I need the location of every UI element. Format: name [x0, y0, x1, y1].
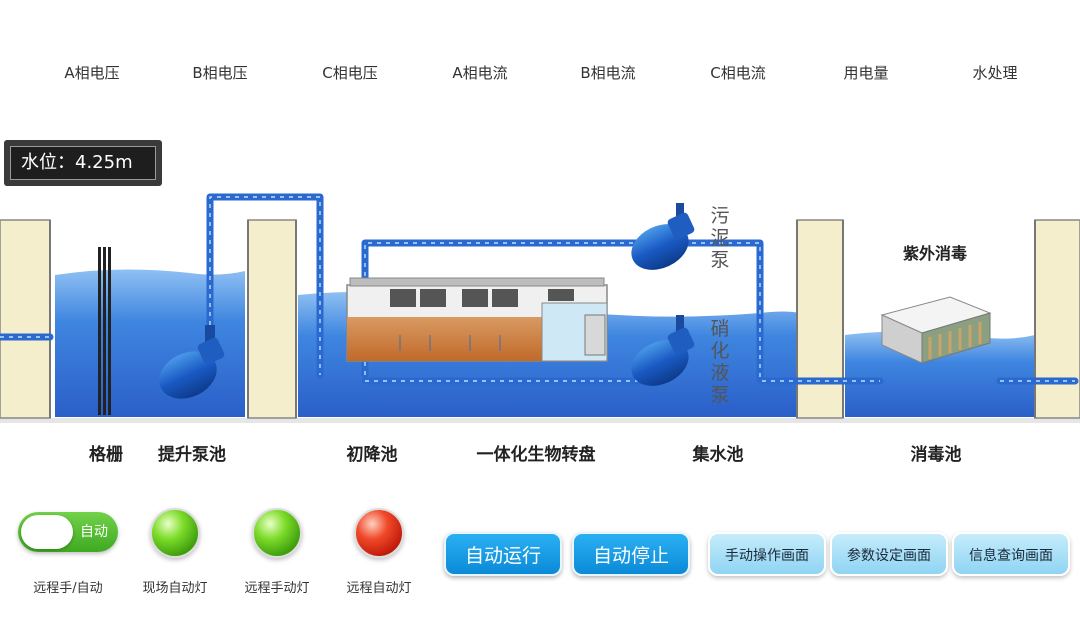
remote-mode-toggle[interactable]: 自动	[18, 512, 118, 552]
metric-power-usage[interactable]: 用电量	[843, 64, 889, 82]
auto-run-button[interactable]: 自动运行	[444, 532, 562, 576]
auto-stop-button[interactable]: 自动停止	[572, 532, 690, 576]
uv-disinfection-unit	[880, 296, 992, 364]
pool-label-primary-settling: 初降池	[346, 445, 398, 465]
pool-label-grille: 格栅	[89, 445, 123, 465]
remote-auto-lamp	[354, 508, 404, 558]
local-auto-lamp	[150, 508, 200, 558]
pool-label-disinfection: 消毒池	[910, 445, 962, 465]
water-level-indicator: 水位：4.25m	[4, 140, 162, 186]
toggle-state-text: 自动	[80, 524, 108, 540]
uv-disinfection-label: 紫外消毒	[902, 244, 967, 263]
sludge-pump-label: 污泥泵	[710, 205, 730, 271]
tank-walls	[0, 219, 1080, 419]
nitrate-pump-label: 硝化液泵	[710, 318, 730, 406]
pool-label-lift-pump: 提升泵池	[158, 445, 226, 465]
pool-label-bio-disc: 一体化生物转盘	[476, 445, 596, 465]
metric-b-current[interactable]: B相电流	[580, 64, 636, 82]
metric-water-treatment[interactable]: 水处理	[972, 64, 1018, 82]
metric-c-voltage[interactable]: C相电压	[322, 64, 378, 82]
metric-a-current[interactable]: A相电流	[452, 64, 508, 82]
remote-manual-lamp-label: 远程手动灯	[244, 581, 310, 596]
nitrate-pump[interactable]	[624, 315, 696, 395]
remote-auto-lamp-label: 远程自动灯	[346, 581, 412, 596]
pool-label-collection: 集水池	[692, 445, 744, 465]
bio-disc-unit	[346, 277, 608, 362]
remote-mode-label: 远程手/自动	[33, 581, 103, 596]
process-diagram	[0, 193, 1080, 423]
local-auto-lamp-label: 现场自动灯	[142, 581, 208, 596]
metric-a-voltage[interactable]: A相电压	[64, 64, 120, 82]
water-level-value: 水位：4.25m	[10, 146, 156, 180]
manual-operation-button[interactable]: 手动操作画面	[708, 532, 826, 576]
info-query-button[interactable]: 信息查询画面	[952, 532, 1070, 576]
remote-manual-lamp	[252, 508, 302, 558]
grille	[98, 247, 111, 415]
metric-bar: A相电压 B相电压 C相电压 A相电流 B相电流 C相电流 用电量 水处理	[0, 62, 1080, 90]
lift-pump[interactable]	[152, 325, 226, 408]
parameter-settings-button[interactable]: 参数设定画面	[830, 532, 948, 576]
sludge-pump[interactable]	[624, 203, 696, 279]
toggle-knob	[21, 515, 73, 549]
metric-b-voltage[interactable]: B相电压	[192, 64, 248, 82]
metric-c-current[interactable]: C相电流	[710, 64, 766, 82]
